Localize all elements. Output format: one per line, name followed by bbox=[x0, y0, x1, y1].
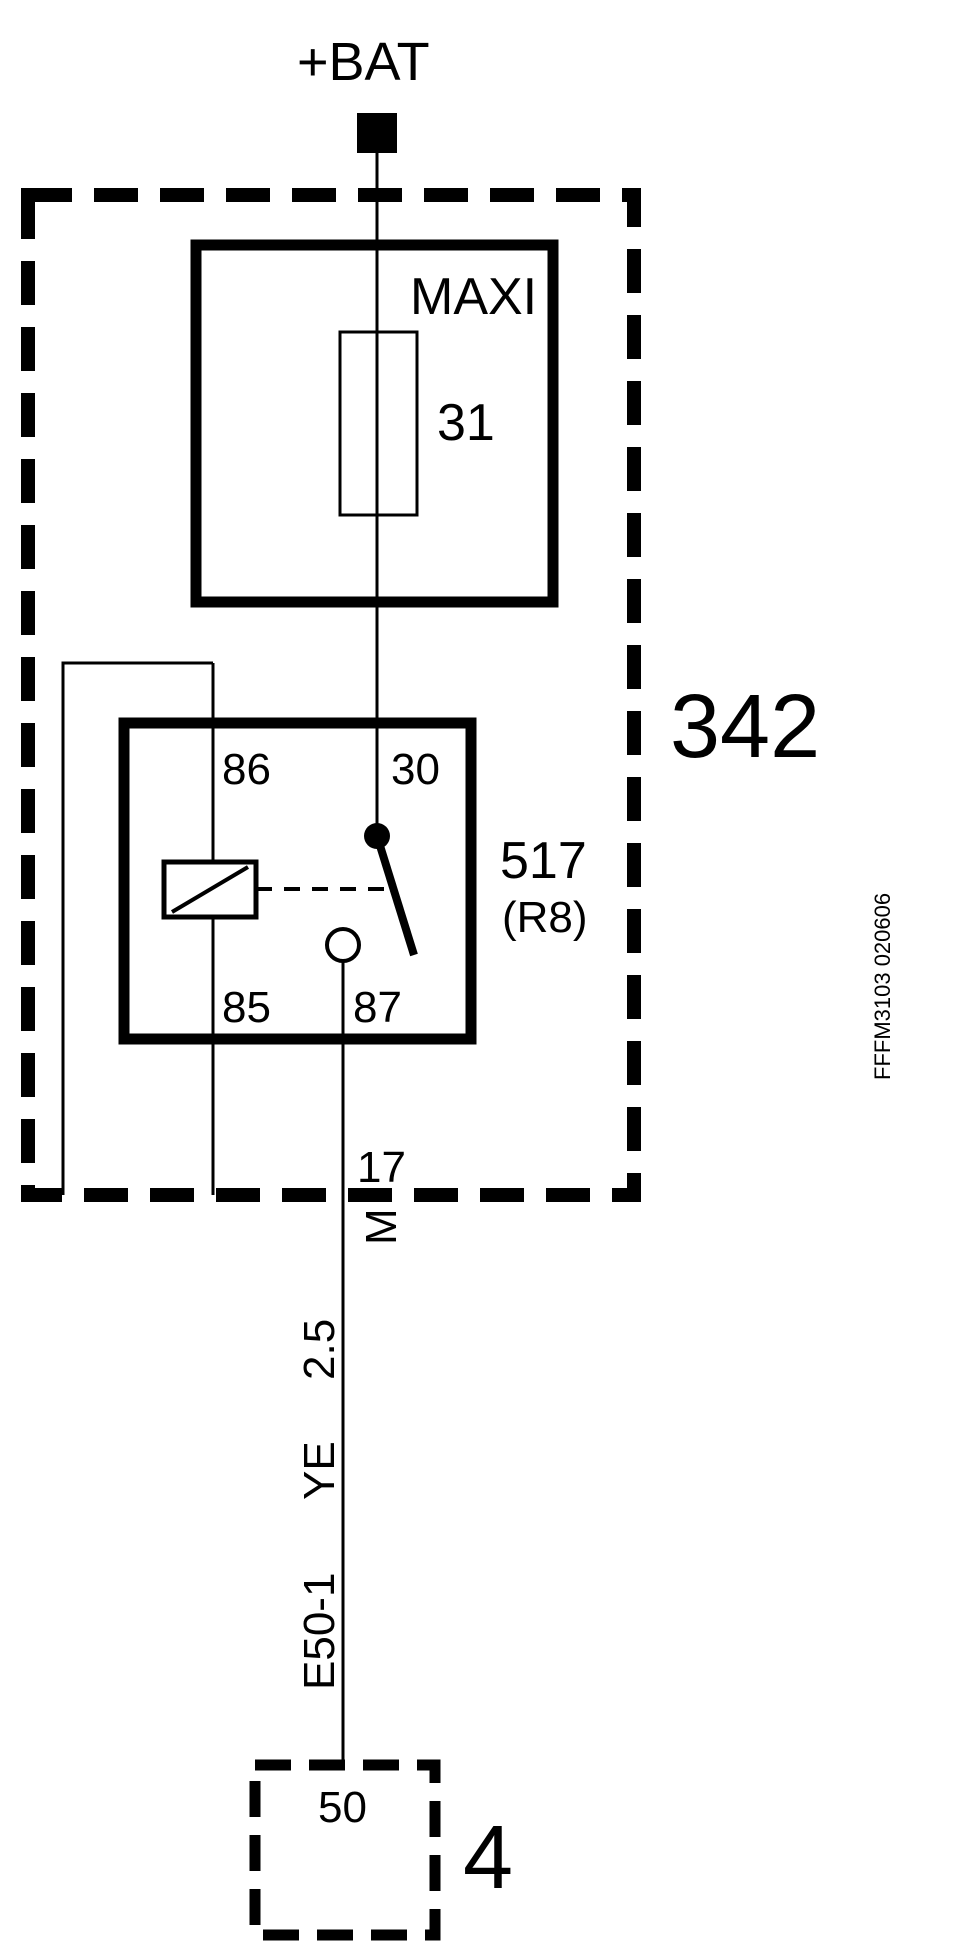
battery-label: +BAT bbox=[297, 32, 430, 92]
relay-coil-diagonal bbox=[170, 865, 250, 914]
relay-pin-30: 30 bbox=[391, 745, 440, 794]
relay-number: 517 bbox=[500, 832, 587, 890]
relay-pin-85: 85 bbox=[222, 983, 271, 1032]
central-unit-342-outline bbox=[21, 188, 641, 1202]
connector-code: M bbox=[357, 1208, 406, 1245]
drawing-code: FFFM3103 020606 bbox=[870, 893, 895, 1080]
wire-gauge: 2.5 bbox=[295, 1319, 344, 1380]
wire-86-loop bbox=[61, 661, 213, 1195]
component-number: 4 bbox=[463, 1808, 513, 1908]
maxi-fuse-box bbox=[190, 239, 559, 608]
battery-terminal bbox=[357, 113, 397, 153]
central-unit-number: 342 bbox=[670, 677, 820, 777]
fuse-number: 31 bbox=[437, 394, 495, 452]
connector-pin: 17 bbox=[357, 1143, 406, 1192]
component-4-outline bbox=[249, 1759, 441, 1941]
relay-contact-87 bbox=[325, 927, 361, 963]
wire-color: YE bbox=[295, 1441, 344, 1500]
relay-switch-blade bbox=[373, 834, 418, 957]
relay-pin-86: 86 bbox=[222, 745, 271, 794]
relay-517-box bbox=[118, 717, 477, 1045]
relay-code: (R8) bbox=[502, 893, 588, 942]
component-pin: 50 bbox=[318, 1783, 367, 1832]
wire-id: E50-1 bbox=[295, 1573, 344, 1690]
relay-pin-87: 87 bbox=[353, 983, 402, 1032]
maxi-label: MAXI bbox=[410, 268, 537, 326]
